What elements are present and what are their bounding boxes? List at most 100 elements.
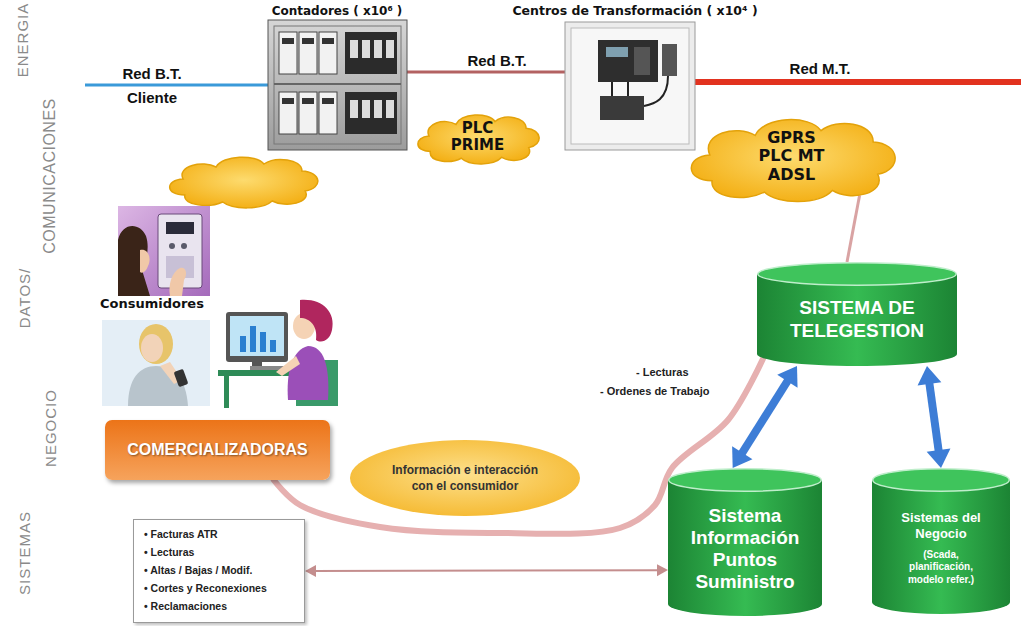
- consumer-computer-figure: [250, 366, 284, 370]
- cloud-shape: [418, 115, 539, 164]
- meter-panel: [386, 100, 394, 118]
- node-text: Información e interacción con el consumi…: [381, 462, 549, 494]
- meter-panel: [299, 92, 317, 134]
- consumer-computer-figure: [270, 340, 276, 352]
- transformer-cabinet: [571, 28, 689, 144]
- cylinder-body: [872, 480, 1010, 614]
- consumer-computer-figure: [296, 400, 338, 406]
- meter-panel: [374, 100, 382, 118]
- consumer-computer-figure: [230, 316, 284, 356]
- connector-line: [929, 378, 940, 455]
- consumer-phone-photo: [102, 320, 210, 406]
- meter-panel: [362, 40, 370, 58]
- network-label: Red B.T.: [467, 52, 526, 69]
- node-text: • Reclamaciones: [144, 598, 227, 616]
- network-cloud: GPRS PLC MT ADSL: [678, 108, 905, 205]
- consumer-phone-photo: [174, 369, 189, 387]
- consumer-phone-photo: [139, 324, 173, 364]
- meter-panel: [282, 98, 294, 104]
- arrowhead: [918, 366, 942, 385]
- consumer-computer-figure: [226, 312, 288, 362]
- group-label: Consumidores: [100, 296, 204, 311]
- meter-panel: [386, 40, 394, 58]
- consumer-phone-photo: [102, 320, 210, 406]
- meter-panel: [319, 32, 337, 74]
- consumer-computer-figure: [240, 336, 246, 352]
- flow-label: - Lecturas: [636, 366, 689, 378]
- section-label: DATOS/: [16, 268, 33, 328]
- list-box: • Facturas ATR• Lecturas• Altas / Bajas …: [133, 519, 305, 623]
- device-label: Centros de Transformación ( x10⁴ ): [512, 3, 757, 18]
- meter-panel: [279, 92, 297, 134]
- ellipse-shape: [350, 440, 580, 516]
- meter-panel: [322, 38, 334, 44]
- system-cylinder: Sistemas del Negocio (Scada, planificació…: [872, 468, 1010, 614]
- energy-lines: [695, 79, 1021, 85]
- network-label: Red M.T.: [790, 60, 851, 77]
- meter-panel: [282, 38, 294, 44]
- actor-box: COMERCIALIZADORAS: [105, 420, 330, 480]
- system-cylinder: Sistema Información Puntos Suministro: [668, 468, 822, 616]
- energy-lines: [407, 71, 565, 74]
- node-text: • Altas / Bajas / Modif.: [144, 562, 252, 580]
- node-text: • Cortes y Reconexiones: [144, 580, 267, 598]
- connector-line: [847, 195, 860, 262]
- arrowhead: [777, 366, 797, 388]
- consumer-meter-photo: [169, 268, 186, 296]
- connector: [732, 366, 797, 468]
- arrowhead: [927, 449, 951, 468]
- device-label: Contadores ( x10⁶ ): [272, 4, 403, 18]
- arrowhead: [657, 564, 668, 576]
- consumer-computer-figure: [218, 300, 338, 408]
- connector-line: [313, 569, 661, 572]
- node-text: GPRS PLC MT ADSL: [754, 129, 830, 184]
- section-label: ENERGIA: [14, 3, 31, 78]
- node-text: • Facturas ATR: [144, 526, 218, 544]
- consumer-phone-photo: [141, 334, 163, 362]
- node-text: (Scada, planificación, modelo refer.): [891, 549, 991, 587]
- network-cloud: [170, 157, 318, 208]
- meter-panel: [268, 20, 407, 150]
- section-label: NEGOCIO: [42, 389, 59, 467]
- node-text: PLC PRIME: [447, 120, 509, 155]
- section-label: SISTEMAS: [16, 511, 33, 595]
- meter-panel: [279, 32, 297, 74]
- meter-panel: [268, 20, 407, 150]
- connector: [918, 366, 951, 468]
- transformer-cabinet: [612, 76, 668, 106]
- network-cloud: PLC PRIME: [410, 108, 545, 166]
- consumer-computer-figure: [300, 300, 333, 342]
- meter-panel: [345, 92, 397, 134]
- consumer-phone-photo: [128, 366, 188, 406]
- cylinder-top: [873, 469, 1010, 492]
- transformer-cabinet: [662, 44, 677, 76]
- consumer-meter-photo: [118, 206, 210, 296]
- consumer-meter-photo: [169, 243, 175, 249]
- cylinder-top: [669, 469, 822, 492]
- node-text: Sistemas del Negocio: [891, 510, 991, 543]
- arrowhead: [305, 565, 316, 577]
- node-text: Sistema Información Puntos Suministro: [677, 505, 813, 592]
- meter-panel: [274, 83, 401, 85]
- info-ellipse: Información e interacción con el consumi…: [350, 440, 580, 516]
- cloud-shape: [691, 120, 895, 202]
- meter-panel: [322, 98, 334, 104]
- meter-panel: [350, 100, 358, 118]
- node-text: • Lecturas: [144, 544, 194, 562]
- connector: [847, 195, 860, 262]
- ellipse-outline: [350, 440, 580, 516]
- consumer-meter-photo: [166, 222, 194, 234]
- consumer-meter-photo: [181, 243, 187, 249]
- network-cloud: [170, 157, 318, 208]
- meter-panel: [350, 40, 358, 58]
- system-cylinder: SISTEMA DE TELEGESTION: [757, 262, 957, 366]
- transformer-cabinet: [565, 22, 695, 150]
- meter-panel: [362, 100, 370, 118]
- meter-panel: [299, 32, 317, 74]
- section-label: COMUNICACIONES: [41, 98, 59, 253]
- meter-panel: [302, 98, 314, 104]
- node-text: COMERCIALIZADORAS: [127, 440, 307, 459]
- consumer-computer-figure: [276, 356, 300, 376]
- transformer-cabinet: [634, 47, 650, 75]
